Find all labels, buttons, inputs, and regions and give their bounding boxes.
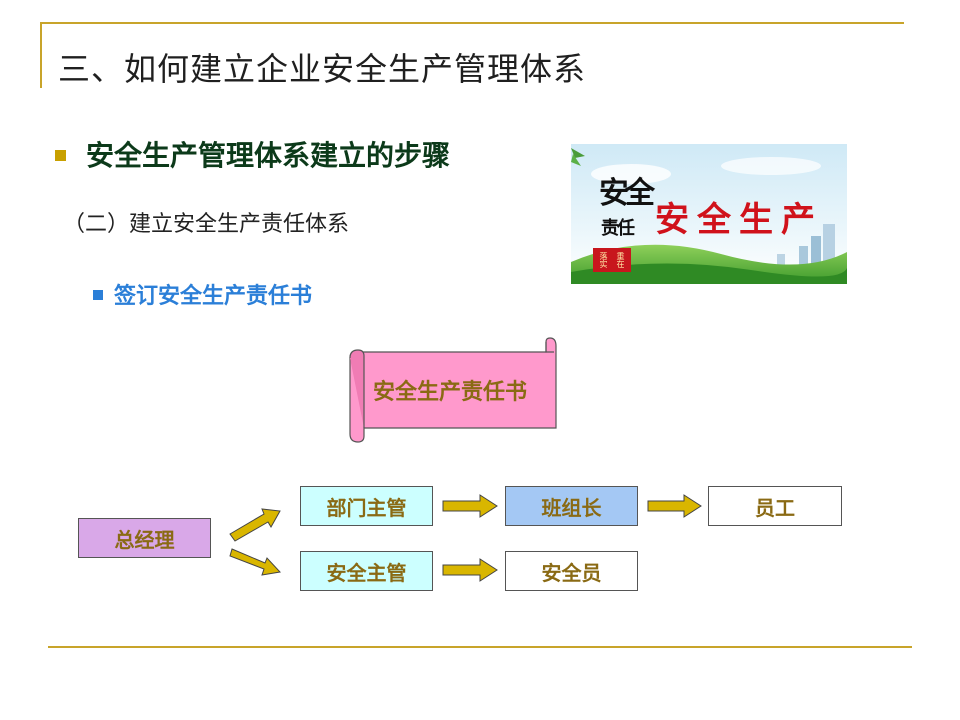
team-leader-box: 班组长 [505,486,638,526]
top-rule [40,22,904,24]
seal-text-right: 重在 [616,252,625,268]
calligraphy-bottom: 责任 [601,218,635,239]
sub-bullet-icon [93,290,103,300]
subheading: （二）建立安全生产责任体系 [63,212,350,237]
safety-manager-box: 安全主管 [300,551,433,591]
sub-bullet-text: 签订安全生产责任书 [114,284,313,309]
department-manager-box: 部门主管 [300,486,433,526]
banner-illustration [571,144,847,284]
bottom-rule [48,646,912,648]
scroll-label: 安全生产责任书 [372,380,527,405]
left-rule [40,22,42,88]
root-box: 总经理 [78,518,211,558]
section-heading: 安全生产管理体系建立的步骤 [86,139,451,172]
page-title: 三、如何建立企业安全生产管理体系 [58,50,587,88]
employee-box: 员工 [708,486,842,526]
seal-text-left: 落实 [599,252,608,268]
safety-officer-box: 安全员 [505,551,638,591]
calligraphy-top: 安全 [599,176,655,211]
heading-bullet-icon [55,150,66,161]
responsibility-scroll [340,336,560,444]
arrow-right-icon [442,558,498,582]
safety-banner-image: 安全 责任 落实 重在 [571,144,847,284]
arrow-down-right-icon [229,548,281,576]
arrow-right-icon [647,494,702,518]
arrow-up-right-icon [229,508,281,542]
arrow-right-icon [442,494,498,518]
banner-title: 安全生产 [655,200,823,240]
scroll-icon [349,337,557,443]
